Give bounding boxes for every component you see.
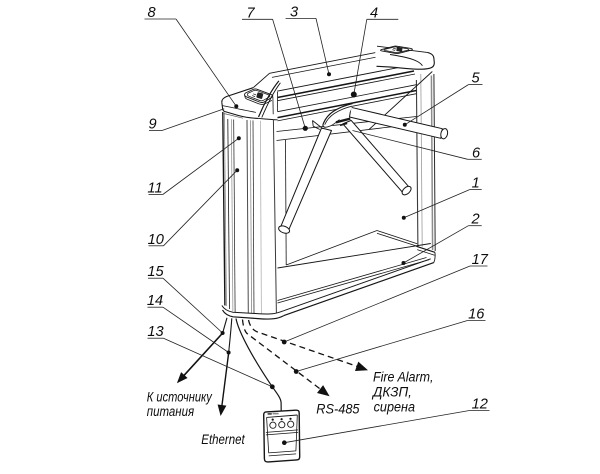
svg-text:8: 8 (147, 5, 156, 21)
svg-text:Ethernet: Ethernet (201, 432, 245, 447)
svg-text:2: 2 (471, 212, 480, 228)
svg-text:сирена: сирена (374, 399, 415, 414)
svg-text:К источнику: К источнику (147, 390, 213, 405)
svg-text:Fire Alarm,: Fire Alarm, (373, 369, 434, 384)
svg-text:11: 11 (147, 181, 162, 197)
svg-text:13: 13 (147, 324, 163, 340)
svg-text:14: 14 (147, 293, 163, 309)
svg-text:1: 1 (472, 176, 480, 192)
svg-text:RS-485: RS-485 (316, 401, 360, 416)
svg-text:3: 3 (290, 4, 298, 20)
svg-text:15: 15 (147, 264, 164, 280)
svg-text:9: 9 (148, 117, 156, 133)
svg-text:5: 5 (471, 71, 480, 87)
svg-text:4: 4 (370, 5, 378, 21)
svg-text:10: 10 (148, 232, 164, 248)
svg-text:17: 17 (472, 252, 489, 268)
svg-text:12: 12 (472, 397, 488, 413)
svg-text:7: 7 (246, 5, 255, 21)
svg-text:ДКЗП,: ДКЗП, (371, 384, 412, 399)
svg-text:16: 16 (468, 307, 485, 323)
svg-text:6: 6 (472, 145, 481, 161)
svg-text:питания: питания (147, 404, 194, 419)
